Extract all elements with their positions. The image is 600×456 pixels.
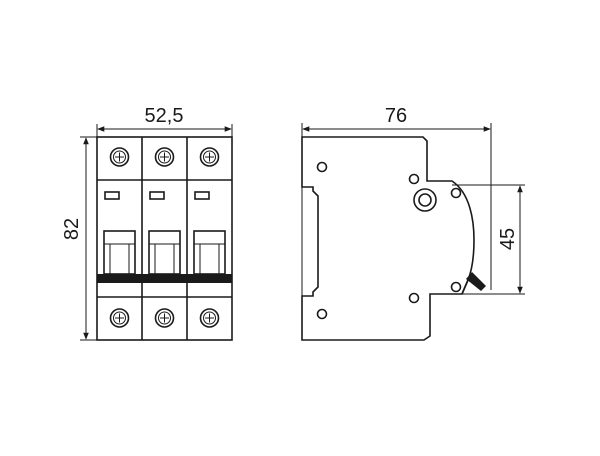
indicator-window bbox=[104, 191, 120, 200]
mounting-hole-icon bbox=[316, 161, 328, 173]
screw-icon bbox=[199, 147, 220, 167]
depth-label: 76 bbox=[385, 105, 407, 127]
screw-icon bbox=[199, 308, 220, 328]
lever-shaft bbox=[461, 279, 469, 295]
toggle-lever bbox=[103, 230, 136, 275]
front-body-outline bbox=[96, 136, 233, 341]
width-label: 52,5 bbox=[145, 105, 184, 127]
screw-icon bbox=[109, 147, 130, 167]
toggle-lever bbox=[148, 230, 181, 275]
pivot-icon bbox=[413, 188, 437, 212]
mounting-hole-icon bbox=[316, 308, 328, 320]
indicator-window bbox=[149, 191, 165, 200]
indicator-window bbox=[194, 191, 210, 200]
screw-icon bbox=[109, 308, 130, 328]
side-view: 76 45 bbox=[301, 105, 525, 341]
mounting-hole-icon bbox=[450, 281, 462, 293]
screw-icon bbox=[154, 308, 175, 328]
height-label: 82 bbox=[61, 218, 83, 240]
lever-tip bbox=[466, 272, 486, 291]
pivot-icon bbox=[418, 193, 432, 207]
screw-icon bbox=[154, 147, 175, 167]
side-body-outline bbox=[301, 136, 475, 341]
lever-base-band bbox=[97, 274, 232, 283]
front-view: 52,5 82 bbox=[61, 105, 233, 341]
mounting-hole-icon bbox=[408, 173, 420, 185]
mounting-hole-icon bbox=[450, 187, 462, 199]
toggle-lever bbox=[193, 230, 226, 275]
front-height-label: 45 bbox=[497, 228, 519, 250]
mounting-hole-icon bbox=[408, 292, 420, 304]
